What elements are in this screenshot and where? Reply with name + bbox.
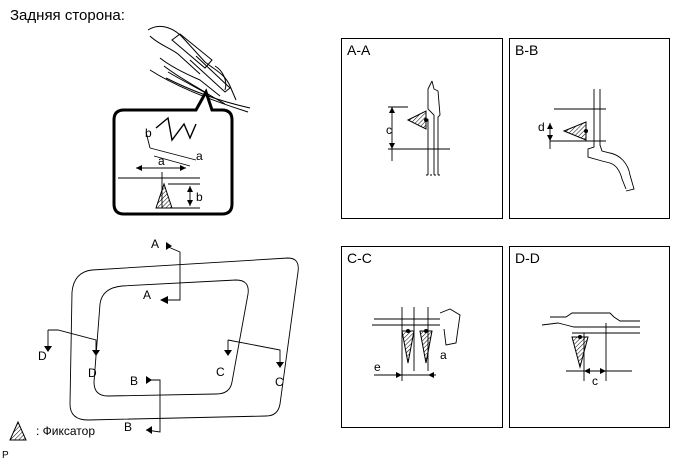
mark-b-bottom: B bbox=[124, 420, 132, 434]
mark-a-inner: A bbox=[143, 288, 151, 302]
section-d-d-drawing: c bbox=[541, 312, 640, 388]
panel-c-c-dim-e: e bbox=[374, 360, 381, 374]
retainer-legend-icon bbox=[9, 420, 27, 441]
mark-c-outer: C bbox=[275, 375, 284, 389]
panel-a-a-dim-c: c bbox=[386, 123, 392, 137]
section-lines bbox=[47, 245, 281, 433]
detail-dim-a2: a bbox=[158, 154, 165, 168]
section-arrows bbox=[44, 242, 284, 434]
panel-title-c-c: C-C bbox=[347, 250, 372, 266]
panel-title-b-b: B-B bbox=[515, 42, 539, 58]
section-panel-a-a: A-A c bbox=[341, 38, 503, 219]
detail-dim-b1: b bbox=[145, 126, 152, 140]
glass-outline bbox=[69, 257, 299, 421]
mark-a-top: A bbox=[151, 237, 159, 251]
detail-dim-b2: b bbox=[196, 190, 203, 204]
page-title: Задняя сторона: bbox=[10, 7, 125, 24]
section-c-c-drawing: e a bbox=[372, 307, 461, 381]
panel-d-d-dim-c: c bbox=[592, 374, 598, 388]
panel-title-a-a: A-A bbox=[347, 42, 371, 58]
section-a-a-drawing: c bbox=[386, 80, 450, 176]
section-b-b-drawing: d bbox=[538, 89, 635, 192]
mark-c-inner: C bbox=[216, 365, 225, 379]
hand-cutter-illustration bbox=[147, 25, 251, 113]
corner-mark: P bbox=[2, 450, 9, 461]
mark-d-outer: D bbox=[38, 349, 47, 363]
legend-label: : Фиксатор bbox=[36, 424, 95, 438]
panel-b-b-dim-d: d bbox=[538, 120, 545, 134]
panel-c-c-dim-a: a bbox=[440, 348, 447, 362]
detail-dim-a1: a bbox=[196, 149, 203, 163]
panel-title-d-d: D-D bbox=[515, 250, 540, 266]
section-panel-d-d: D-D c bbox=[509, 246, 670, 428]
section-panel-b-b: B-B d bbox=[509, 38, 670, 219]
detail-callout: b a a b bbox=[112, 88, 234, 216]
mark-d-inner: D bbox=[88, 366, 97, 380]
section-panel-c-c: C-C e a bbox=[341, 246, 503, 428]
mark-b-inner: B bbox=[130, 374, 138, 388]
